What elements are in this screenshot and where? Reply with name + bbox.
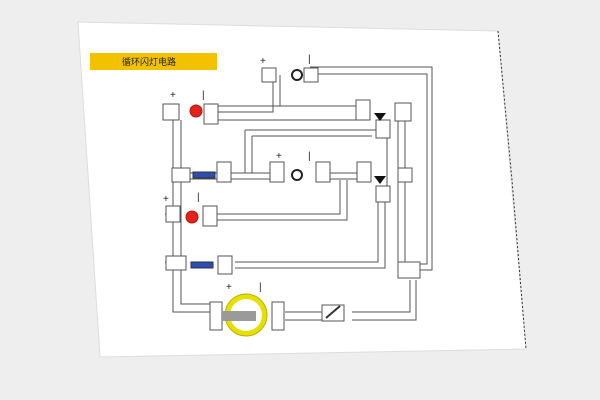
plus-marker: + <box>170 90 176 101</box>
plus-marker: + <box>226 282 232 293</box>
minus-marker: | <box>197 192 200 203</box>
capacitor-middle-icon <box>291 169 303 181</box>
minus-marker: | <box>259 282 262 293</box>
minus-marker: | <box>202 90 205 101</box>
led-middle-icon <box>185 210 199 224</box>
plus-marker: + <box>163 194 169 205</box>
resistor-upper-icon <box>192 171 216 179</box>
title-bar <box>90 53 217 70</box>
plus-marker: + <box>276 151 282 162</box>
minus-marker: | <box>308 54 311 65</box>
transistor-lower-icon <box>374 176 386 184</box>
connector-blocks <box>162 67 421 331</box>
page-title: 循环闪灯电路 <box>122 56 176 68</box>
switch-icon <box>321 304 345 322</box>
capacitor-top-icon <box>291 69 303 81</box>
led-top-icon <box>189 104 203 118</box>
resistor-lower-icon <box>190 261 214 269</box>
wiring-tracks <box>165 66 433 321</box>
transistor-upper-icon <box>374 113 386 121</box>
paper-dashed-edge <box>497 30 527 350</box>
plus-marker: + <box>260 56 266 67</box>
battery-holder <box>222 293 268 337</box>
minus-marker: | <box>308 151 311 162</box>
polarity-markers: + | + | + | + | + | <box>163 54 311 293</box>
